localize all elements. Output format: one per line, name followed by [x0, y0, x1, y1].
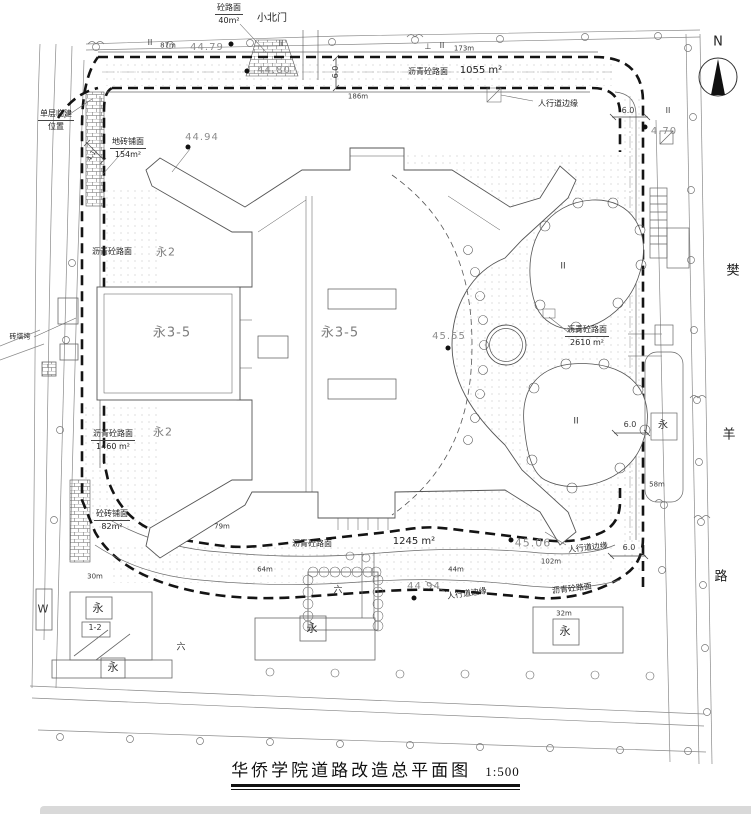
yong-box-sw	[85, 596, 113, 620]
colonnade-circles	[463, 245, 489, 445]
title-block: 华侨学院道路改造总平面图 1:500	[0, 756, 751, 790]
title-underline-thin	[231, 788, 520, 790]
road-reconstruction-dashed	[56, 55, 645, 600]
north-arrow	[698, 57, 738, 97]
yong-box-se	[552, 618, 580, 646]
road-edges	[94, 51, 637, 618]
main-building-complex	[96, 147, 577, 559]
scalloped-court	[307, 571, 379, 631]
perimeter-circles	[265, 551, 655, 681]
west-wing-block	[96, 286, 241, 401]
dimension-lines	[83, 54, 651, 560]
yong-box-sc	[299, 615, 327, 642]
title-underline	[231, 784, 520, 787]
south-buildings	[35, 297, 655, 681]
page-bottom-strip	[40, 806, 751, 814]
fountain-circle	[485, 324, 527, 366]
lawn-trees	[526, 197, 651, 494]
lawn-lower	[523, 363, 648, 487]
drawing-scale: 1:500	[485, 764, 520, 779]
utility-poles	[50, 32, 711, 755]
courtyard	[391, 174, 651, 516]
site-boundary	[0, 29, 713, 765]
label-leaders	[33, 23, 569, 593]
w-box	[35, 588, 53, 631]
yong-box-east	[650, 412, 678, 441]
box-1-2	[81, 621, 111, 638]
lawn-upper	[529, 199, 644, 330]
drawing-title: 华侨学院道路改造总平面图	[231, 761, 472, 780]
east-structures	[644, 130, 690, 503]
yong-box-sw2	[100, 657, 126, 679]
north-gate	[245, 39, 299, 77]
